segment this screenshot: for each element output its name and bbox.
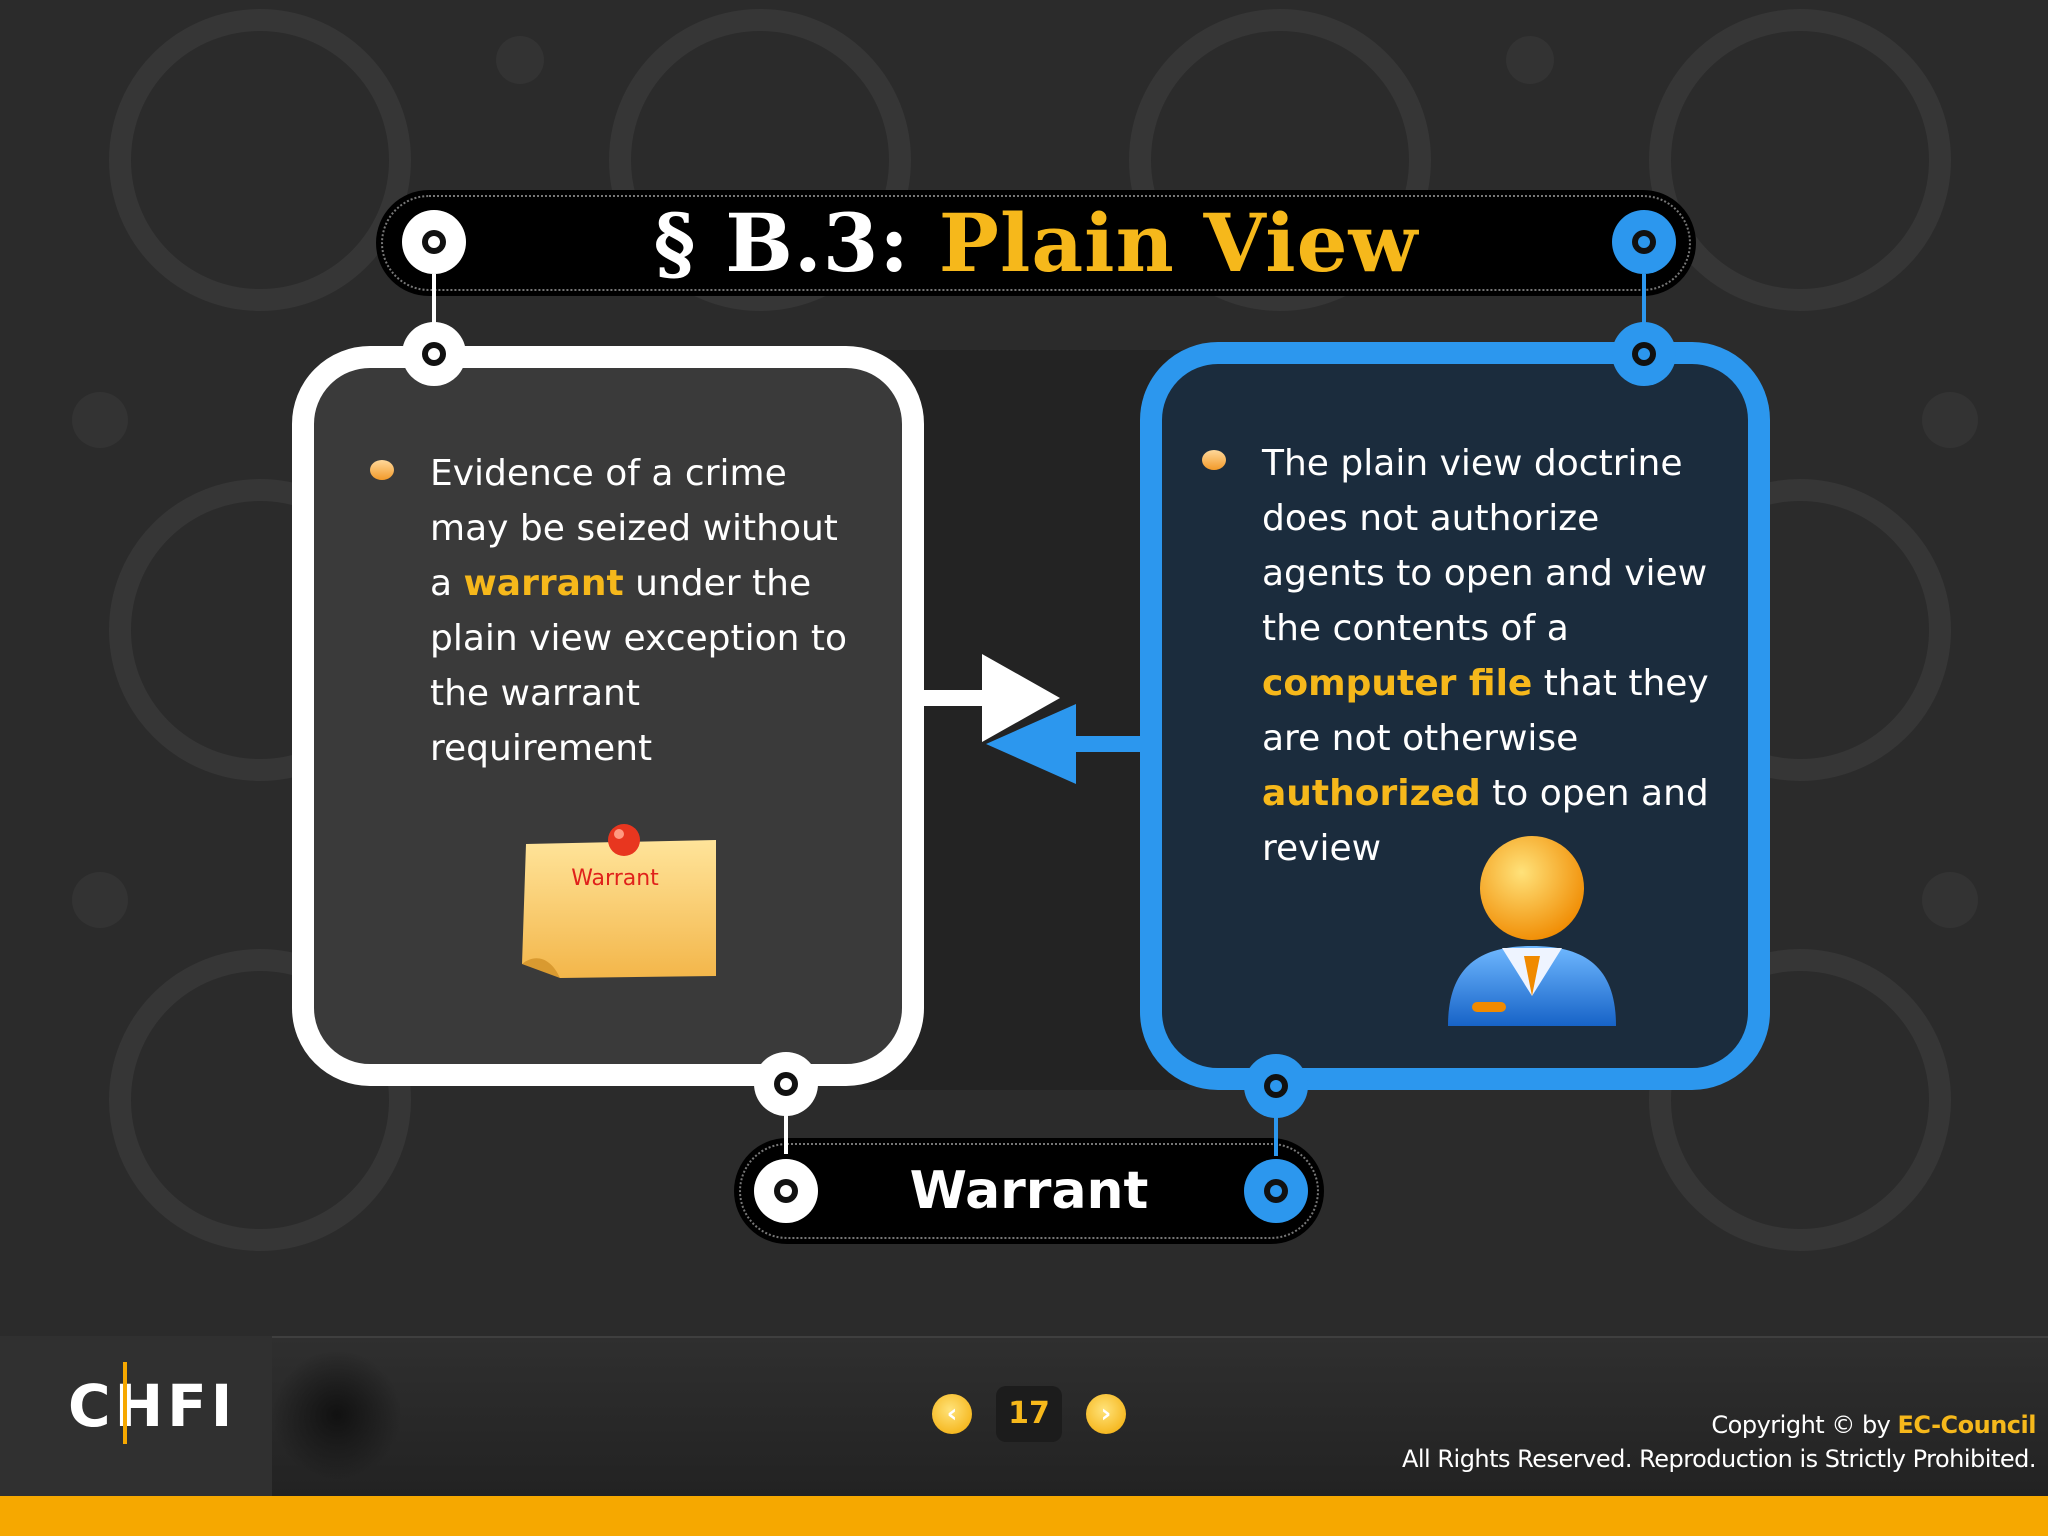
bullet-icon — [370, 460, 394, 480]
warrant-label: Warrant — [909, 1161, 1149, 1221]
authorized-highlight: authorized — [1262, 773, 1481, 814]
logo-area — [0, 1336, 272, 1496]
ring-connector-icon — [402, 322, 466, 386]
ring-connector-icon — [402, 210, 466, 274]
chevron-left-icon: ‹ — [946, 1399, 958, 1429]
footer-stripe — [0, 1496, 2048, 1536]
connector-stem — [1274, 1116, 1278, 1156]
sticky-note: Warrant — [520, 824, 722, 982]
logo-divider — [123, 1362, 127, 1444]
title-accent: Plain View — [938, 196, 1419, 290]
ring-connector-icon — [1244, 1159, 1308, 1223]
title-prefix: § B.3: — [653, 196, 939, 290]
ec-council-brand: EC-Council — [1897, 1411, 2037, 1439]
exchange-arrows — [920, 654, 1140, 784]
arrow-right-icon — [920, 654, 1060, 742]
computer-file-highlight: computer file — [1262, 663, 1533, 704]
ring-connector-icon — [1612, 210, 1676, 274]
page-number: 17 — [996, 1386, 1062, 1442]
next-page-button[interactable]: › — [1086, 1394, 1126, 1434]
title-bar: § B.3: Plain View — [376, 190, 1696, 296]
rights-line: All Rights Reserved. Reproduction is Str… — [1401, 1445, 2037, 1473]
copyright-line: Copyright © by EC-Council — [1711, 1411, 2037, 1439]
connector-stem — [1642, 274, 1646, 324]
person-icon — [1448, 836, 1616, 1026]
chevron-right-icon: › — [1100, 1399, 1112, 1429]
note-label: Warrant — [571, 866, 659, 891]
prev-page-button[interactable]: ‹ — [932, 1394, 972, 1434]
copyright: Copyright © by EC-Council All Rights Res… — [1401, 1408, 2037, 1476]
connector-stem — [784, 1114, 788, 1154]
ring-connector-icon — [1612, 322, 1676, 386]
bullet-icon — [1202, 450, 1226, 470]
logo-shadow — [272, 1350, 402, 1480]
arrow-left-icon — [986, 704, 1140, 784]
chfi-logo: CHFI — [68, 1372, 237, 1440]
warrant-bar: Warrant — [734, 1138, 1324, 1244]
left-bullet-text: Evidence of a crime may be seized withou… — [430, 453, 848, 769]
ring-connector-icon — [754, 1052, 818, 1116]
right-bullet-text: The plain view doctrine does not authori… — [1262, 443, 1709, 869]
connector-stem — [432, 274, 436, 324]
warrant-highlight: warrant — [463, 563, 624, 604]
ring-connector-icon — [754, 1159, 818, 1223]
ring-connector-icon — [1244, 1054, 1308, 1118]
slide-title: § B.3: Plain View — [376, 190, 1696, 296]
sticky-note-icon — [522, 840, 716, 978]
pushpin-icon — [608, 824, 640, 856]
right-panel — [1140, 342, 1770, 1090]
